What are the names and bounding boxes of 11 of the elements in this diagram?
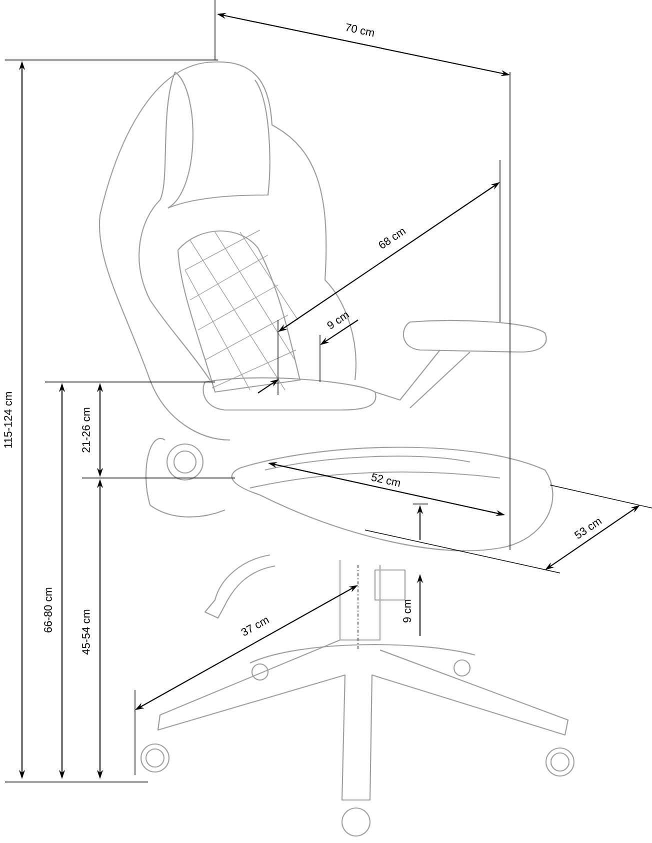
dimension-label: 70 cm xyxy=(346,23,374,37)
dimension-label: 21-26 cm xyxy=(82,408,90,452)
dimension-label: 115-124 cm xyxy=(4,392,12,448)
dimension-label: 37 cm xyxy=(241,618,270,636)
dimension-label: 52 cm xyxy=(371,473,400,487)
dimension-label: 45-54 cm xyxy=(82,610,90,655)
dimension-label: 9 cm xyxy=(403,600,411,622)
dimension-label: 53 cm xyxy=(574,518,602,539)
dimension-label: 66-80 cm xyxy=(44,588,52,632)
dimension-label: 9 cm xyxy=(327,312,350,329)
dimension-label: 68 cm xyxy=(379,228,406,248)
